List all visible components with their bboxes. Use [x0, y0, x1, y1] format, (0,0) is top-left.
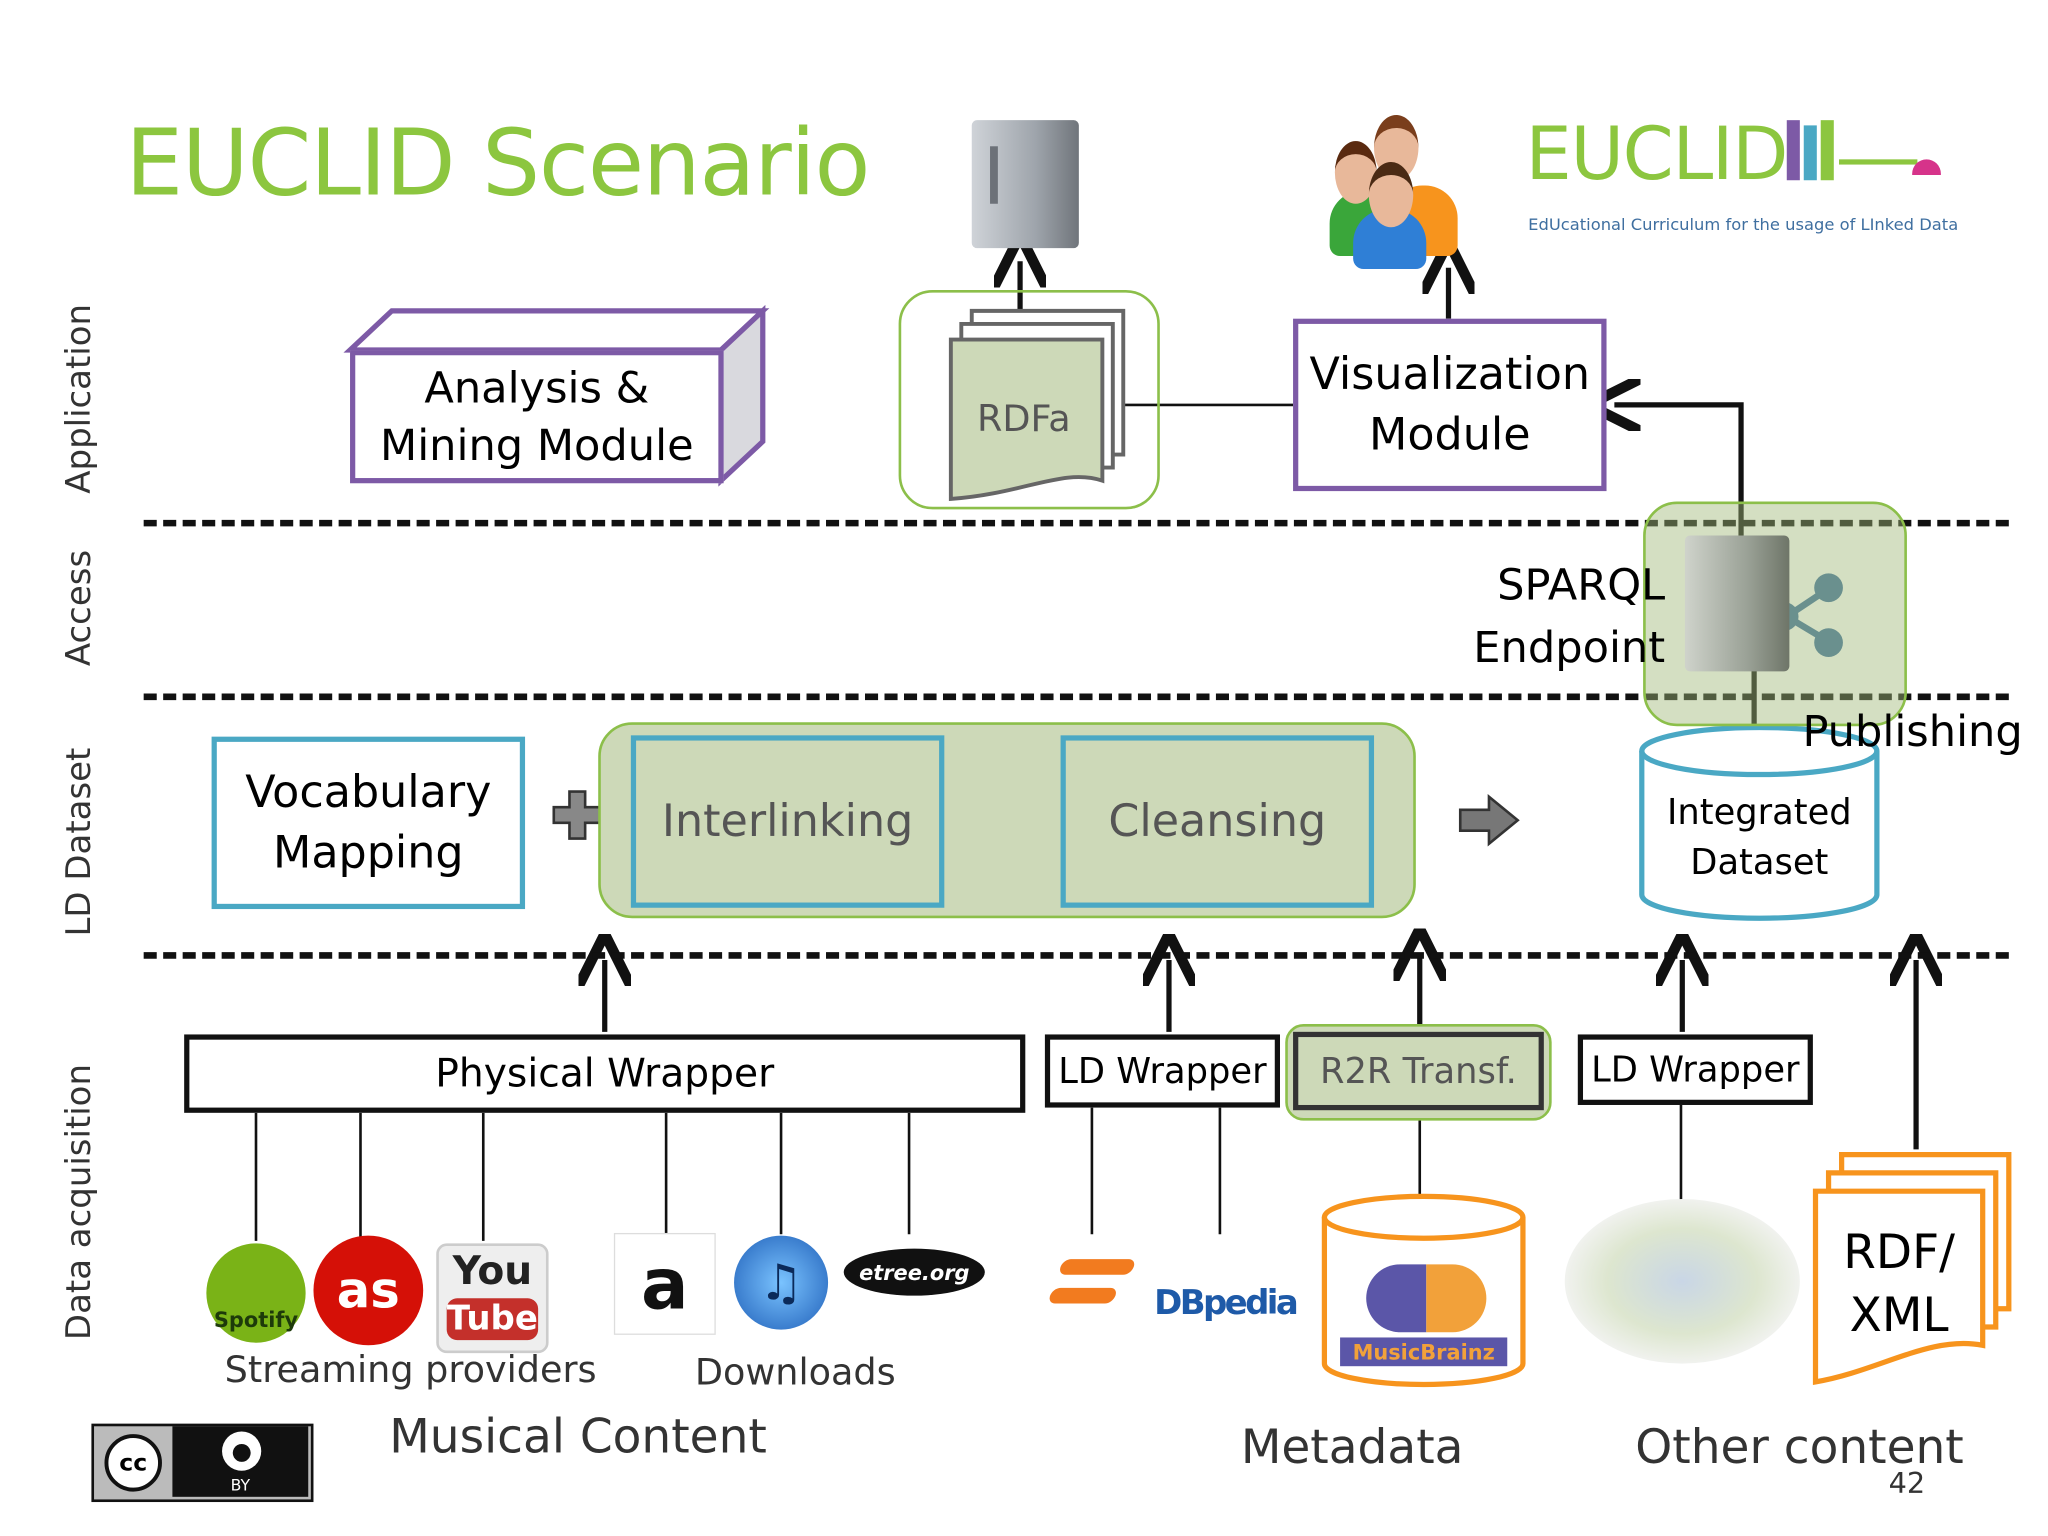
rdfa-group — [898, 289, 1160, 510]
layer-access-label: Access — [60, 549, 100, 666]
server-icon — [971, 120, 1079, 249]
visualization-label-line1: Visualization — [1309, 348, 1591, 401]
metadata-label: Metadata — [1240, 1421, 1464, 1475]
books-icon — [1786, 120, 1944, 185]
integrated-label-line2: Dataset — [1690, 842, 1829, 883]
vocabulary-label-line1: Vocabulary — [245, 766, 492, 819]
other-content-label: Other content — [1635, 1421, 1964, 1475]
lastfm-icon: as — [313, 1235, 424, 1346]
vocabulary-mapping-box: Vocabulary Mapping — [211, 736, 526, 910]
analysis-mining-module: Analysis & Mining Module — [350, 350, 724, 484]
attribution-icon: ● — [222, 1431, 262, 1471]
layer-data-acquisition-label: Data acquisition — [60, 1063, 100, 1340]
ld-wrapper-box-2: LD Wrapper — [1577, 1034, 1813, 1105]
amazon-icon: a — [613, 1232, 716, 1335]
cleansing-box: Cleansing — [1060, 735, 1375, 908]
slide-title: EUCLID Scenario — [125, 109, 870, 217]
spotify-icon: Spotify — [206, 1243, 306, 1343]
ld-wrapper-box-1: LD Wrapper — [1044, 1034, 1280, 1108]
dbpedia-icon: DBpedia — [1154, 1283, 1299, 1324]
cc-icon: cc — [104, 1434, 162, 1492]
sparql-endpoint-label: SPARQL Endpoint — [1473, 554, 1665, 679]
layer-separator — [143, 519, 2009, 527]
analysis-label-line1: Analysis & — [424, 361, 650, 413]
page-number: 42 — [1888, 1468, 1926, 1501]
users-icon — [1317, 112, 1463, 270]
musicbrainz-icon: MusicBrainz — [1340, 1337, 1508, 1367]
musical-content-label: Musical Content — [389, 1410, 767, 1465]
euclid-tagline: EdUcational Curriculum for the usage of … — [1528, 214, 1959, 234]
lod-cloud-icon — [1564, 1199, 1800, 1364]
downloads-label: Downloads — [694, 1350, 896, 1394]
rdf-xml-line2: XML — [1849, 1289, 1949, 1343]
brain-icon — [1366, 1264, 1487, 1335]
physical-wrapper-box: Physical Wrapper — [184, 1034, 1026, 1113]
etree-icon: etree.org — [843, 1248, 985, 1296]
by-panel: ● BY — [172, 1426, 309, 1497]
freebase-icon — [1047, 1254, 1137, 1322]
layer-separator — [143, 693, 2009, 701]
analysis-label-line2: Mining Module — [380, 419, 694, 471]
cc-license-badge: cc ● BY — [91, 1423, 314, 1503]
vocabulary-label-line2: Mapping — [273, 826, 464, 880]
itunes-icon: ♫ — [734, 1235, 829, 1330]
rdfa-label: RDFa — [976, 397, 1071, 441]
layer-separator — [143, 952, 2009, 959]
integrated-label-line1: Integrated — [1666, 792, 1852, 834]
publishing-label: Publishing — [1802, 705, 2023, 757]
rdf-xml-label: RDF/ XML — [1816, 1223, 1983, 1348]
visualization-label-line2: Module — [1369, 408, 1531, 462]
sparql-label-line2: Endpoint — [1473, 621, 1666, 673]
youtube-tube-text: Tube — [446, 1298, 539, 1341]
streaming-providers-label: Streaming providers — [224, 1347, 597, 1392]
integrated-dataset-label: Integrated Dataset — [1642, 789, 1877, 888]
by-label: BY — [230, 1475, 251, 1495]
youtube-icon: You Tube — [436, 1243, 549, 1354]
rdf-xml-line1: RDF/ — [1843, 1226, 1955, 1280]
layer-application-label: Application — [60, 303, 100, 494]
layer-ld-dataset-label: LD Dataset — [60, 748, 100, 937]
sparql-label-line1: SPARQL — [1497, 559, 1666, 610]
r2r-transform-box: R2R Transf. — [1293, 1031, 1544, 1111]
sparql-server-icon — [1684, 535, 1790, 672]
youtube-you-text: You — [452, 1248, 533, 1295]
euclid-logo-text: EUCLID — [1525, 112, 1789, 198]
visualization-module: Visualization Module — [1293, 318, 1607, 492]
interlinking-box: Interlinking — [630, 735, 945, 908]
